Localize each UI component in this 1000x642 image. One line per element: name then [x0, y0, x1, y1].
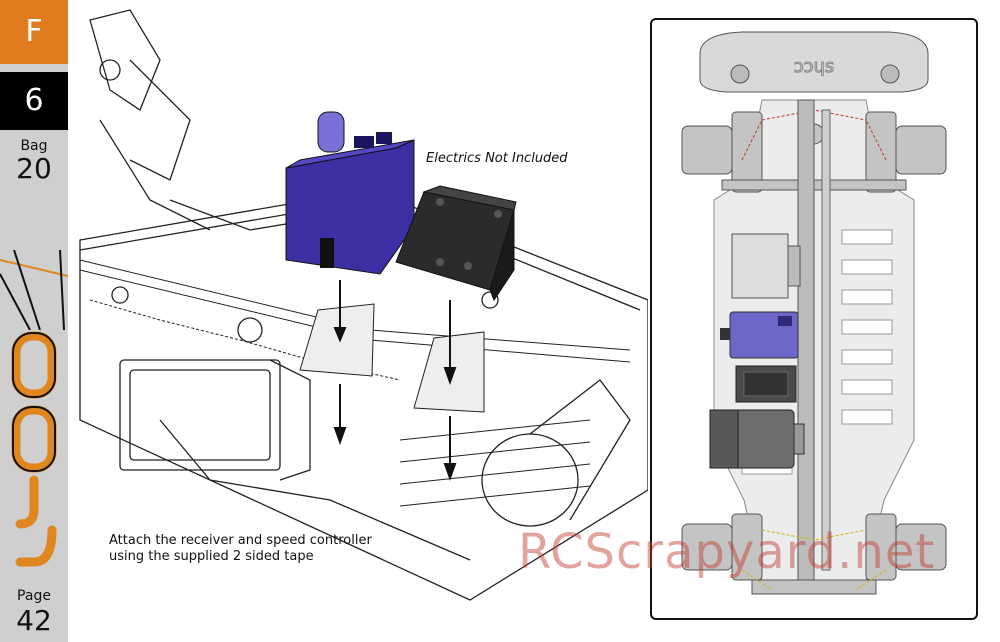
speed-controller	[395, 185, 517, 302]
chassis-overview-panel: ɔɔɥs	[650, 18, 978, 620]
page-label: Page	[17, 588, 51, 604]
bag-label: Bag	[20, 138, 48, 154]
schumacher-logo-icon	[11, 331, 57, 567]
svg-text:ɔɔɥs: ɔɔɥs	[794, 56, 835, 77]
step-number-box: 6	[0, 72, 68, 130]
step-number: 6	[24, 83, 44, 118]
electrics-not-included-note: Electrics Not Included	[426, 151, 568, 166]
chassis-top-view: ɔɔɥs	[681, 31, 947, 595]
tape-pad-left	[299, 303, 375, 377]
section-tab: F	[0, 0, 68, 64]
instruction-text: Attach the receiver and speed controller…	[109, 533, 429, 565]
page-number: 42	[16, 604, 52, 637]
sidebar: F 6 Bag 20 Page 42	[0, 0, 68, 642]
instruction-line-2: using the supplied 2 sided tape	[109, 549, 314, 564]
brand-stripes-icon	[0, 250, 68, 330]
watermark: RCScrapyard.net	[518, 524, 936, 580]
receiver	[285, 111, 415, 275]
section-letter: F	[25, 14, 43, 49]
instruction-line-1: Attach the receiver and speed controller	[109, 533, 372, 548]
assembly-illustration	[79, 9, 648, 601]
bag-number: 20	[16, 152, 52, 185]
